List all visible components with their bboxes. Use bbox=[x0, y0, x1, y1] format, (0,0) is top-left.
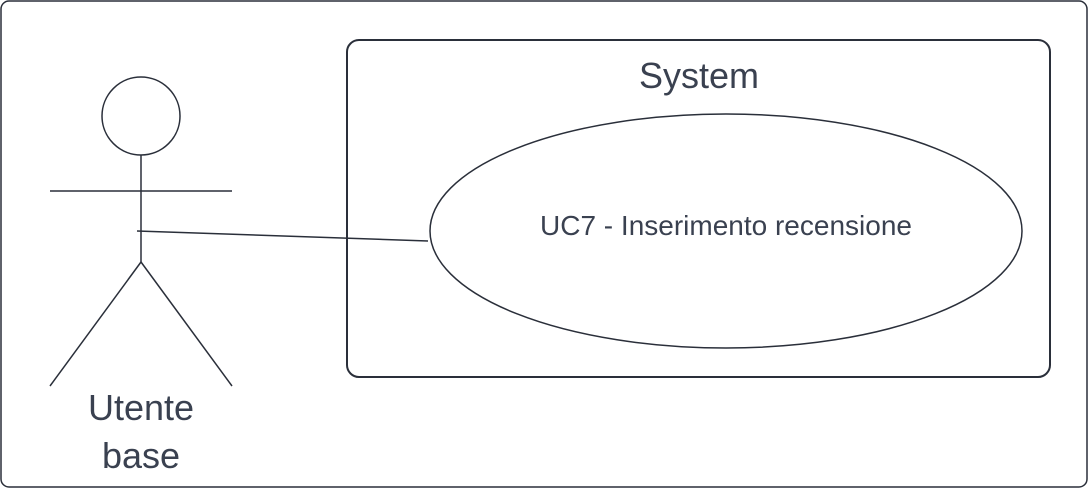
actor-right-leg bbox=[140, 261, 233, 387]
use-case-label: UC7 - Inserimento recensione bbox=[540, 210, 912, 241]
actor-left-leg bbox=[49, 261, 142, 387]
actor-head bbox=[101, 76, 181, 156]
actor-utente-base[interactable]: Utente base bbox=[49, 76, 233, 476]
actor-label-line1: Utente bbox=[88, 387, 194, 428]
use-case-ellipse bbox=[429, 113, 1023, 349]
association-line[interactable] bbox=[136, 230, 429, 242]
actor-label-line2: base bbox=[102, 435, 180, 476]
system-boundary[interactable] bbox=[346, 39, 1051, 378]
system-title: System bbox=[639, 55, 759, 96]
use-case-uc7[interactable]: UC7 - Inserimento recensione bbox=[429, 113, 1023, 349]
